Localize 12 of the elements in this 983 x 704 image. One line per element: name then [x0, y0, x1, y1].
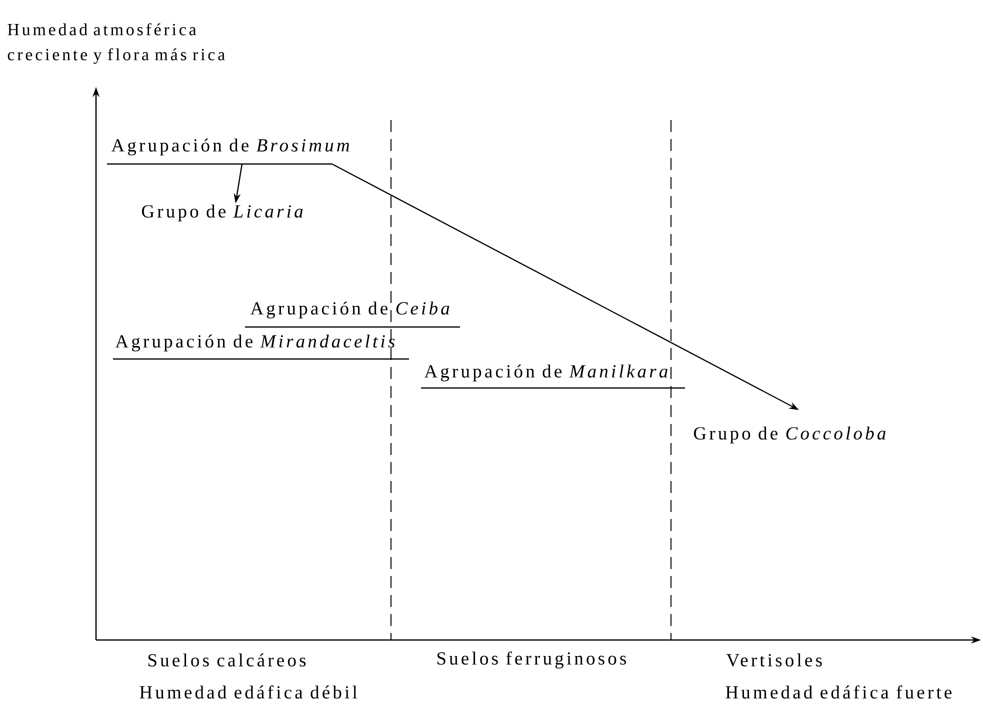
group-label: Grupo de Coccoloba: [694, 426, 886, 444]
underlined-group-label: Agrupación de Manilkara: [421, 364, 685, 389]
underlined-group-label: Agrupación de Brosimum: [107, 138, 350, 165]
axis-label: Humedad edáfica fuerte: [726, 685, 952, 699]
axis-label: Suelos ferruginosos: [437, 651, 626, 668]
axis-label: Humedad edáfica débil: [140, 685, 358, 699]
axis-title: Humedad atmosférica creciente y flora más rica: [8, 23, 225, 64]
underlined-group-label: Agrupación de Ceiba: [245, 302, 460, 328]
axis-label: Suelos calcáreos: [148, 653, 306, 667]
group-label: Grupo de Licaria: [142, 204, 303, 222]
axis-label: Vertisoles: [726, 653, 822, 667]
underlined-group-label: Agrupación de Mirandaceltis: [113, 334, 409, 360]
